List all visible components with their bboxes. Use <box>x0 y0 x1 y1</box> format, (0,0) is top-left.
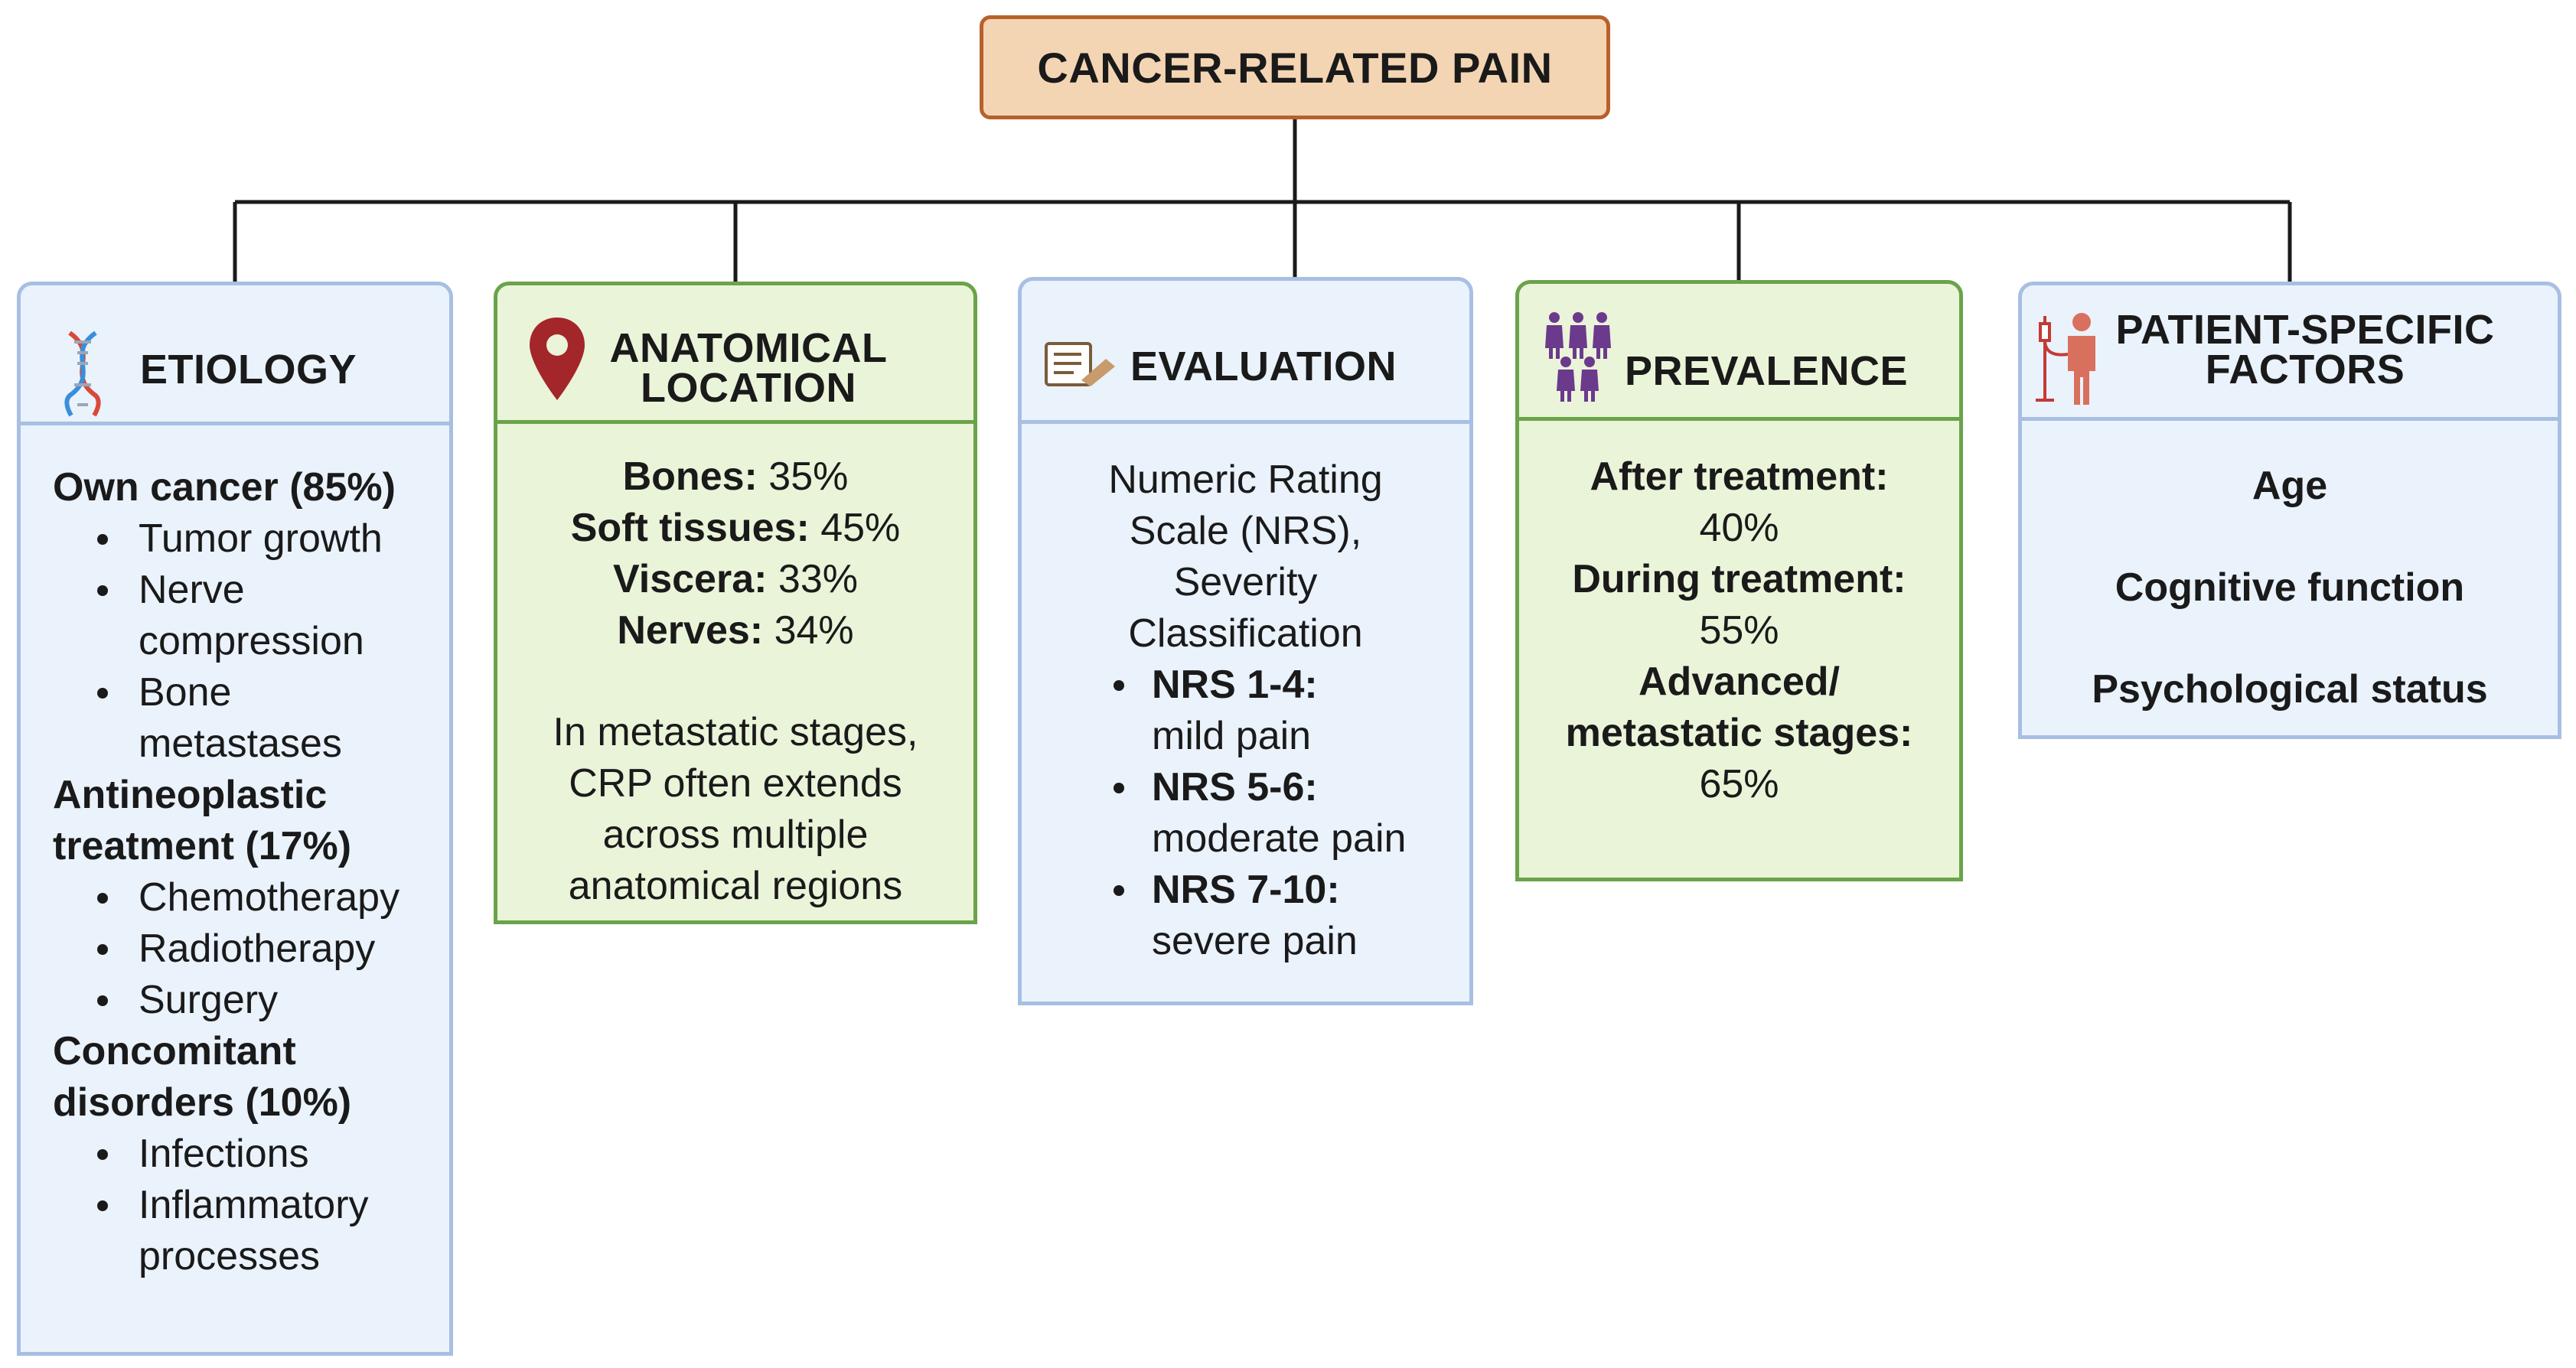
list-item: Chemotherapy <box>53 872 449 923</box>
factor-psychological: Psychological status <box>2092 667 2488 712</box>
row-value: 35% <box>757 454 849 499</box>
etiology-group: Antineoplastic treatment (17%) Chemother… <box>53 770 449 1026</box>
prevalence-title: PREVALENCE <box>1625 348 1909 394</box>
anatomical-row: Viscera: 33% <box>505 554 966 605</box>
list-item: Bone metastases <box>53 667 344 770</box>
anatomical-title: ANATOMICAL LOCATION <box>609 325 888 411</box>
evaluation-card: EVALUATION Numeric Rating Scale (NRS), S… <box>1018 277 1473 1005</box>
prevalence-row: Advanced/ metastatic stages: 65% <box>1527 656 1952 810</box>
factor-cognitive: Cognitive function <box>2115 565 2465 610</box>
anatomical-header: ANATOMICAL LOCATION <box>494 282 977 424</box>
root-title: CANCER-RELATED PAIN <box>1037 43 1553 92</box>
prevalence-body: After treatment: 40% During treatment: 5… <box>1515 421 1963 881</box>
anatomical-body: Bones: 35% Soft tissues: 45% Viscera: 33… <box>494 424 977 924</box>
anatomical-row: Nerves: 34% <box>505 605 966 656</box>
factor-age: Age <box>2252 464 2328 508</box>
patient-factors-body: Age Cognitive function Psychological sta… <box>2018 421 2561 739</box>
row-value: 40% <box>1699 506 1779 550</box>
group-heading: Concomitant disorders (10%) <box>53 1029 352 1125</box>
etiology-card: ETIOLOGY Own cancer (85%) Tumor growth N… <box>17 282 453 1356</box>
etiology-body: Own cancer (85%) Tumor growth Nerve comp… <box>17 425 453 1356</box>
clipboard-pen-icon <box>1045 342 1115 386</box>
prevalence-header: PREVALENCE <box>1515 280 1963 421</box>
evaluation-body: Numeric Rating Scale (NRS), Severity Cla… <box>1018 424 1473 1005</box>
nrs-desc: severe pain <box>1152 919 1358 963</box>
patient-factors-header: PATIENT-SPECIFIC FACTORS <box>2018 282 2561 421</box>
list-item: Surgery <box>53 975 449 1026</box>
evaluation-header: EVALUATION <box>1018 277 1473 424</box>
list-item: NRS 7-10: severe pain <box>1029 865 1462 967</box>
prevalence-card: PREVALENCE After treatment: 40% During t… <box>1515 280 1963 881</box>
group-heading: Antineoplastic treatment (17%) <box>53 773 352 868</box>
list-item: NRS 5-6: moderate pain <box>1029 762 1462 865</box>
dna-icon <box>64 331 101 417</box>
list-item: Tumor growth <box>53 513 449 565</box>
nrs-label: NRS 1-4: <box>1152 663 1318 707</box>
nrs-label: NRS 7-10: <box>1152 868 1340 912</box>
list-item: NRS 1-4: mild pain <box>1029 660 1462 762</box>
nrs-list: NRS 1-4: mild pain NRS 5-6: moderate pai… <box>1029 660 1462 967</box>
etiology-group: Concomitant disorders (10%) Infections I… <box>53 1026 449 1282</box>
patient-iv-icon <box>2036 313 2095 405</box>
anatomical-row: Bones: 35% <box>505 451 966 503</box>
nrs-label: NRS 5-6: <box>1152 765 1318 809</box>
nrs-desc: moderate pain <box>1152 816 1407 861</box>
row-label: During treatment: <box>1572 557 1906 601</box>
row-label: Nerves: <box>617 608 764 653</box>
list-item: Radiotherapy <box>53 923 449 975</box>
anatomical-row: Soft tissues: 45% <box>505 503 966 554</box>
patient-factors-title: PATIENT-SPECIFIC FACTORS <box>2115 307 2495 392</box>
row-value: 34% <box>763 608 854 653</box>
list-item: Nerve compression <box>53 565 364 667</box>
anatomical-note: In metastatic stages, CRP often extends … <box>553 710 918 908</box>
row-label: Advanced/ metastatic stages: <box>1565 660 1913 755</box>
location-pin-icon <box>530 318 585 400</box>
row-value: 55% <box>1699 608 1779 653</box>
list-item: Infections <box>53 1129 449 1180</box>
etiology-title: ETIOLOGY <box>140 347 357 392</box>
list-item: Inflammatory processes <box>53 1180 369 1282</box>
root-box: CANCER-RELATED PAIN <box>980 15 1610 119</box>
row-value: 65% <box>1699 762 1779 806</box>
row-label: Soft tissues: <box>570 506 810 550</box>
row-value: 33% <box>767 557 858 601</box>
row-value: 45% <box>809 506 901 550</box>
patient-factors-card: PATIENT-SPECIFIC FACTORS Age Cognitive f… <box>2018 282 2561 739</box>
row-label: After treatment: <box>1590 454 1889 499</box>
people-group-icon <box>1545 312 1611 402</box>
etiology-group: Own cancer (85%) Tumor growth Nerve comp… <box>53 462 449 770</box>
row-label: Bones: <box>622 454 758 499</box>
prevalence-row: During treatment: 55% <box>1527 554 1952 656</box>
anatomical-card: ANATOMICAL LOCATION Bones: 35% Soft tiss… <box>494 282 977 924</box>
etiology-header: ETIOLOGY <box>17 282 453 425</box>
evaluation-title: EVALUATION <box>1130 344 1397 389</box>
prevalence-row: After treatment: 40% <box>1527 451 1952 554</box>
evaluation-intro: Numeric Rating Scale (NRS), Severity Cla… <box>1108 458 1383 656</box>
row-label: Viscera: <box>613 557 768 601</box>
nrs-desc: mild pain <box>1152 714 1312 758</box>
group-heading: Own cancer (85%) <box>53 465 396 510</box>
